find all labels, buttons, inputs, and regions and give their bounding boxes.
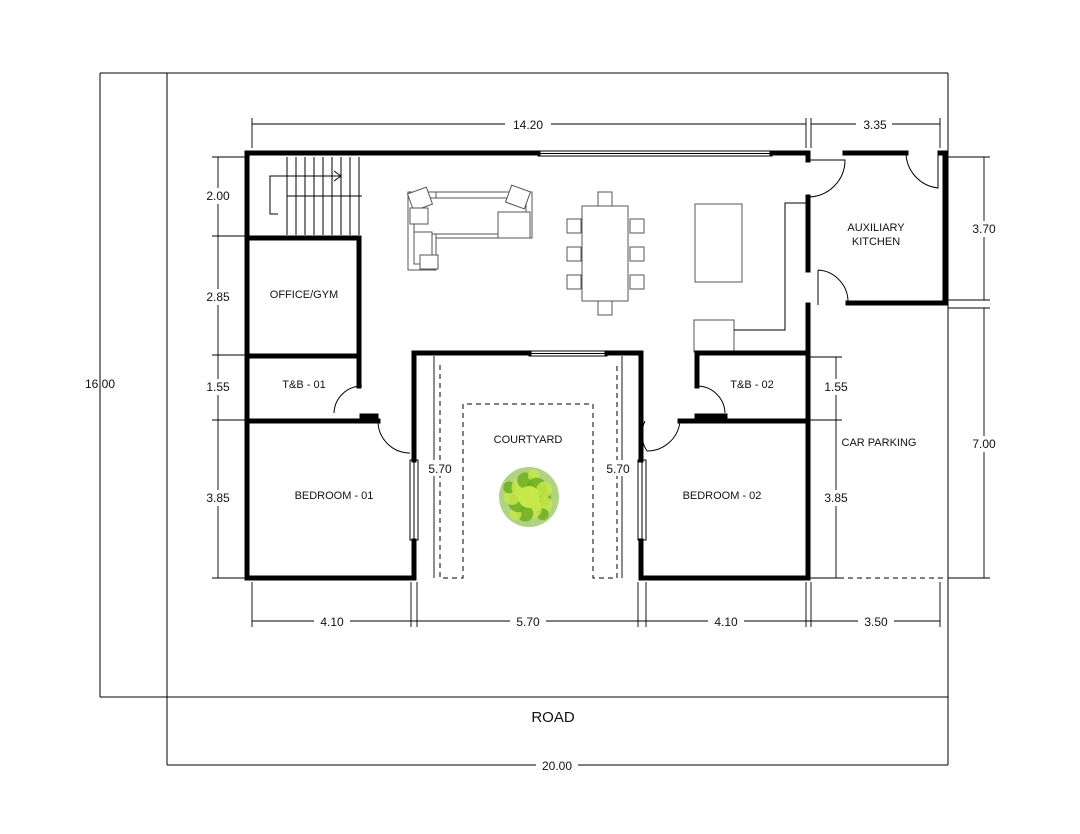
dim-left-office: 2.85 — [206, 290, 230, 304]
dimension-labels: 14.20 3.35 2.00 2.85 1.55 3.85 16.00 3.7… — [85, 116, 1002, 773]
room-label-aux-line2: KITCHEN — [852, 236, 900, 248]
room-label-parking: CAR PARKING — [842, 437, 917, 449]
dim-tb2-height: 1.55 — [824, 380, 848, 394]
room-label-office: OFFICE/GYM — [270, 289, 338, 301]
room-label-tb1: T&B - 01 — [282, 379, 325, 391]
dining-set — [566, 191, 645, 316]
road-label: ROAD — [531, 709, 575, 726]
walls — [244, 150, 948, 581]
room-label-courtyard: COURTYARD — [494, 434, 563, 446]
dim-court-right: 5.70 — [606, 462, 630, 476]
room-label-aux-line1: AUXILIARY — [847, 222, 905, 234]
room-label-bedroom2: BEDROOM - 02 — [683, 490, 762, 502]
dim-left-tb: 1.55 — [206, 380, 230, 394]
doors — [333, 151, 939, 454]
room-label-bedroom1: BEDROOM - 01 — [295, 490, 374, 502]
dim-bottom-parking: 3.50 — [864, 615, 888, 629]
lot-boundary — [99, 72, 949, 765]
staircase — [269, 157, 362, 235]
dim-lot-depth: 16.00 — [85, 377, 115, 391]
sofa-set — [406, 184, 533, 271]
dim-court-left: 5.70 — [428, 462, 452, 476]
dim-lot-width: 20.00 — [542, 759, 572, 773]
dim-top-aux: 3.35 — [863, 118, 887, 132]
dim-right-aux: 3.70 — [972, 222, 996, 236]
kitchen-island — [693, 202, 806, 353]
tree-icon — [499, 467, 559, 527]
dim-bottom-bed1: 4.10 — [320, 615, 344, 629]
dim-bed2-height: 3.85 — [824, 491, 848, 505]
dim-right-parking: 7.00 — [972, 437, 996, 451]
dim-top-main: 14.20 — [513, 118, 543, 132]
dim-left-bed: 3.85 — [206, 491, 230, 505]
dim-left-stair: 2.00 — [206, 189, 230, 203]
dim-bottom-court: 5.70 — [516, 615, 540, 629]
room-label-tb2: T&B - 02 — [730, 379, 773, 391]
room-labels: OFFICE/GYM T&B - 01 T&B - 02 BEDROOM - 0… — [270, 222, 917, 726]
dim-bottom-bed2: 4.10 — [714, 615, 738, 629]
